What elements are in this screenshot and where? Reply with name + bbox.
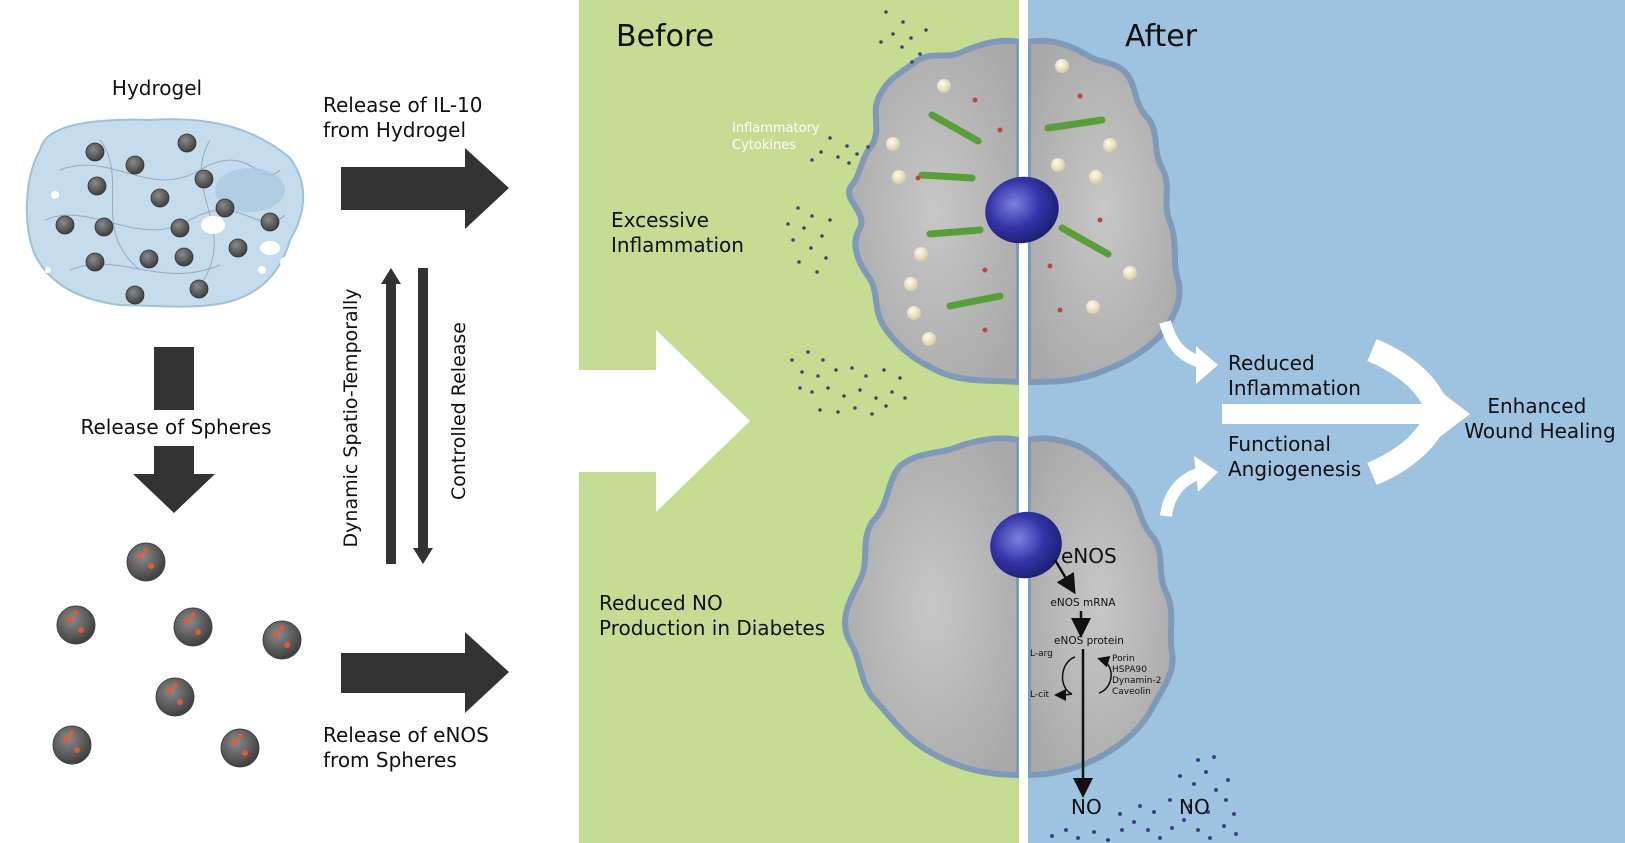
sphere-cargo-dots [63,547,290,756]
granules [915,93,1103,333]
cofactor-caveolin: Caveolin [1112,687,1151,697]
after-title: After [1125,19,1198,54]
release-il10-arrow [341,148,509,229]
controlled-label: Controlled Release [448,322,470,500]
reduced-no-line1: Reduced NO [599,591,723,615]
cytokines-label: Inflammatory Cytokines [732,121,824,153]
enos-to-mrna-arrow [1053,559,1076,595]
l-cit-label: L-cit [1030,690,1050,700]
before-title: Before [616,19,714,54]
release-spheres-arrow [133,347,215,513]
release-spheres-label: Release of Spheres [80,415,271,439]
enos-label: eNOS [1061,544,1117,568]
cofactor-porin: Porin [1112,654,1135,664]
actin-filaments [918,111,1112,310]
excessive-line2: Inflammation [611,233,744,257]
enhanced-wound-healing-label: Enhanced Wound Healing [1464,394,1615,443]
functional-line1: Functional [1228,432,1331,456]
inflamed-cell [846,37,1022,386]
enos-mrna-label: eNOS mRNA [1050,597,1116,609]
enhanced-line1: Enhanced [1487,394,1586,418]
nucleus-top [985,176,1059,244]
release-il10-label: Release of IL-10 from Hydrogel [323,93,489,142]
release-enos-label: Release of eNOS from Spheres [323,723,495,772]
release-il10-line1: Release of IL-10 [323,93,483,117]
reduced-no-label: Reduced NO Production in Diabetes [599,591,825,640]
released-spheres [52,542,302,768]
big-white-arrow [579,330,750,512]
cytokines-line2: Cytokines [732,138,796,153]
reduced-inflammation-line2: Inflammation [1228,376,1361,400]
no-dots [1050,755,1238,842]
outcome-curved-arrows [1159,320,1218,517]
bidirectional-arrows [381,268,433,564]
endothelial-cell [842,435,1022,779]
release-il10-line2: from Hydrogel [323,118,466,142]
dynamic-label: Dynamic Spatio-Temporally [340,289,362,548]
enos-protein-label: eNOS protein [1054,635,1124,647]
cofactor-curve [1097,655,1112,694]
cofactor-hspa90: HSPA90 [1112,665,1147,675]
vesicles [886,59,1137,346]
cofactors-label: Porin HSPA90 Dynamin-2 Caveolin [1112,654,1164,697]
excessive-inflammation-label: Excessive Inflammation [611,208,744,257]
l-cit-arrow [1054,688,1073,701]
excessive-line1: Excessive [611,208,709,232]
hydrogel-illustration [25,118,305,308]
release-enos-line2: from Spheres [323,748,457,772]
functional-line2: Angiogenesis [1228,457,1361,481]
no-label-1: NO [1071,795,1102,819]
reduced-inflammation-label: Reduced Inflammation [1228,351,1361,400]
no-label-2: NO [1179,795,1210,819]
cytokine-dots [786,10,928,416]
cytokines-line1: Inflammatory [732,121,820,136]
release-enos-line1: Release of eNOS [323,723,489,747]
l-arg-label: L-arg [1030,649,1053,659]
l-arg-curve [1061,656,1076,695]
merge-arrow [1222,338,1470,486]
hydrogel-spheres [55,133,280,305]
hydrogel-label: Hydrogel [112,76,202,100]
enhanced-line2: Wound Healing [1464,419,1615,443]
reduced-inflammation-line1: Reduced [1228,351,1315,375]
reduced-no-line2: Production in Diabetes [599,616,825,640]
release-enos-arrow [341,632,509,713]
functional-angiogenesis-label: Functional Angiogenesis [1228,432,1361,481]
nucleus-bottom [990,511,1062,579]
before-after-divider [1019,0,1028,843]
cofactor-dynamin2: Dynamin-2 [1112,676,1161,686]
